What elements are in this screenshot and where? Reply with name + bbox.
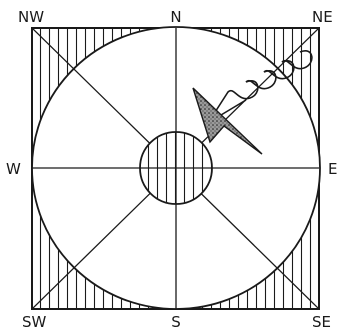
label-se: SE xyxy=(312,313,331,331)
label-sw: SW xyxy=(22,313,47,331)
label-s: S xyxy=(171,313,181,331)
label-ne: NE xyxy=(312,8,333,26)
label-e: E xyxy=(328,160,337,178)
label-n: N xyxy=(170,8,181,26)
label-nw: NW xyxy=(18,8,44,26)
label-w: W xyxy=(6,160,21,178)
